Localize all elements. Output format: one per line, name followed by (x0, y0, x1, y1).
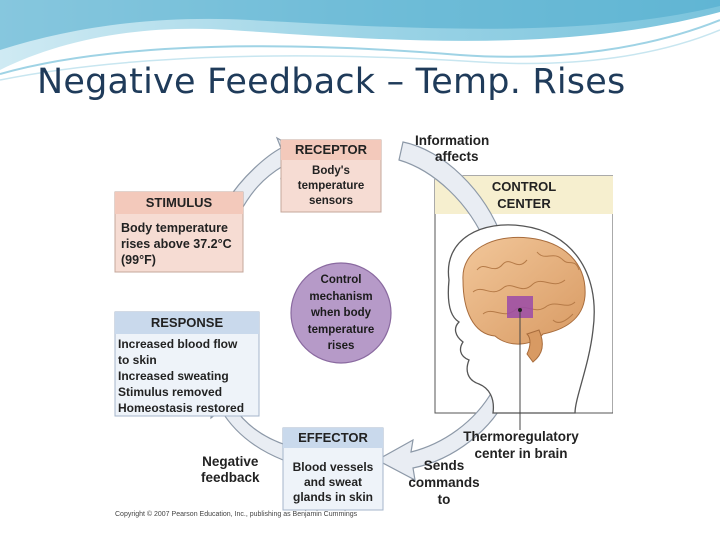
effector-header: EFFECTOR (298, 430, 368, 445)
receptor-header-bg (281, 140, 381, 160)
header-swoosh-decoration (0, 0, 720, 81)
stimulus-body: Body temperature rises above 37.2°C (99°… (121, 221, 232, 267)
response-header: RESPONSE (150, 315, 224, 330)
control-mechanism-circle (290, 262, 392, 364)
slide-title: Negative Feedback – Temp. Rises (37, 62, 626, 102)
receptor-body: Body's temperature sensors (297, 165, 365, 207)
response-body: Increased blood flow to skin Increased s… (118, 337, 245, 415)
effector-body: Blood vessels and sweat glands in skin (292, 460, 374, 504)
information-affects-label: Information affects (415, 133, 490, 164)
thermoregulatory-label: Thermoregulatory center in brain (463, 429, 579, 461)
control-center-header: CONTROL CENTER (491, 179, 557, 211)
hypothalamus-highlight (507, 296, 533, 318)
brain (462, 236, 586, 345)
stimulus-header: STIMULUS (145, 195, 213, 210)
sends-commands-label: Sends commands to (408, 458, 480, 507)
negative-feedback-label: Negative feedback (201, 454, 260, 485)
receptor-header: RECEPTOR (295, 142, 367, 157)
response-header-bg (115, 312, 259, 334)
copyright-notice: Copyright © 2007 Pearson Education, Inc.… (115, 511, 358, 518)
control-mechanism-text: Control mechanism when body temperature … (307, 274, 375, 352)
negative-feedback-diagram: RECEPTOR Body's temperature sensors Info… (113, 130, 613, 520)
diagram-graphics (114, 136, 613, 511)
brain-folds (472, 251, 580, 323)
brain-stem (526, 329, 543, 363)
stimulus-header-bg (115, 192, 243, 214)
effector-header-bg (283, 428, 383, 448)
